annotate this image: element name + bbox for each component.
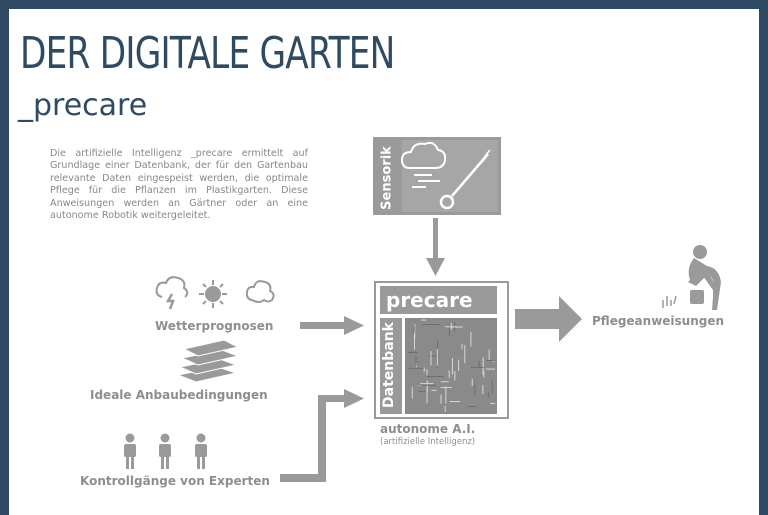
sensor-label: Sensorik (379, 146, 395, 210)
circuit-texture (407, 319, 495, 412)
thermometer-icon (439, 149, 491, 210)
gardener-icon (662, 245, 721, 310)
cloud-icon (245, 280, 275, 303)
arrow-conditions-experts-to-ai (280, 389, 364, 482)
ai-note-label: (artifizielle Intelligenz) (380, 437, 476, 447)
books-icon (176, 339, 240, 383)
database-label: Datenbank (381, 322, 397, 408)
cloud-lightning-icon (155, 276, 189, 310)
person-icon (124, 433, 207, 469)
ideal-conditions-label: Ideale Anbaubedingungen (90, 388, 268, 402)
arrow-weather-to-ai (300, 316, 364, 335)
sun-icon (199, 280, 227, 308)
arrow-ai-to-output (515, 296, 582, 342)
ai-brand-label: precare (386, 288, 473, 312)
arrow-sensor-to-ai (426, 218, 445, 276)
intro-paragraph: Die artifizielle Intelligenz _precare er… (50, 148, 308, 222)
care-instructions-label: Pflegeanweisungen (592, 314, 725, 328)
expert-inspections-label: Kontrollgänge von Experten (80, 474, 270, 488)
page-title: DER DIGITALE GARTEN (20, 28, 395, 79)
page-subtitle: _precare (18, 88, 148, 123)
weather-forecast-label: Wetterprognosen (155, 319, 274, 333)
wind-cloud-icon (400, 141, 447, 188)
ai-name-label: autonome A.I. (380, 422, 476, 436)
